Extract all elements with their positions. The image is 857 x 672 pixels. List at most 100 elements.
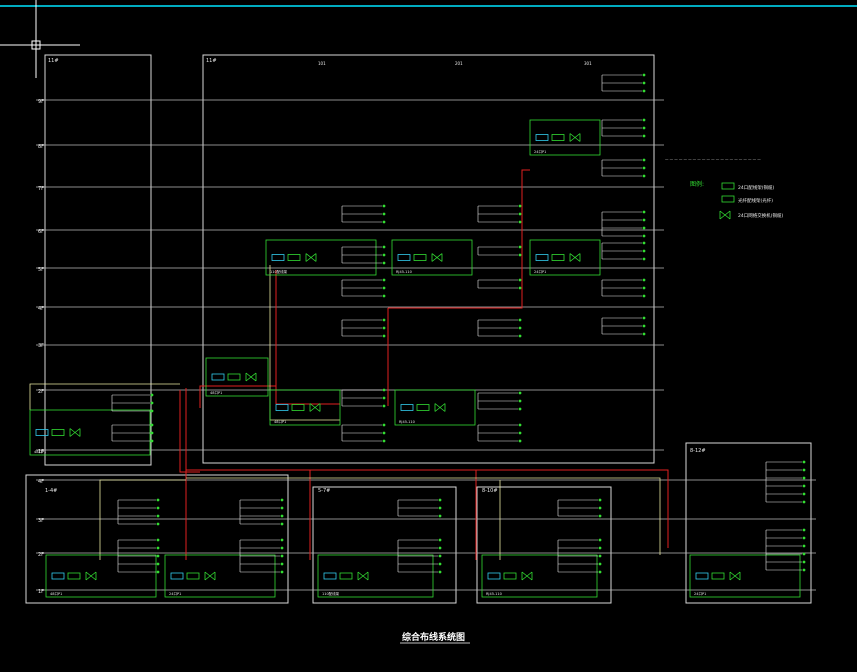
outlet-icon xyxy=(518,407,522,411)
outlet-group xyxy=(557,498,602,518)
outlet-icon xyxy=(642,210,646,214)
outlet-icon xyxy=(598,554,602,558)
patch-panel-icon xyxy=(51,572,65,580)
outlet-icon xyxy=(802,460,806,464)
outlet-group xyxy=(765,528,806,572)
patch-panel-icon xyxy=(400,404,414,411)
outlet-icon xyxy=(156,554,160,558)
building-label-main: 11# xyxy=(206,58,217,64)
legend-item-1: 24口配线架(铜缆) xyxy=(738,184,774,191)
outlet-icon xyxy=(598,562,602,566)
outlet-group xyxy=(601,73,646,93)
floor-label-5F: 5F xyxy=(38,267,44,273)
outlet-icon xyxy=(642,226,646,230)
outlet-icon xyxy=(156,506,160,510)
equipment-cabinet: RJ45-110 xyxy=(394,389,476,426)
outlet-group xyxy=(239,498,284,526)
device-label: 48口P1 xyxy=(34,450,46,454)
device-label: RJ45-110 xyxy=(399,420,415,424)
outlet-icon xyxy=(642,218,646,222)
frame-sub-building-4 xyxy=(685,442,812,604)
switch-icon xyxy=(85,571,97,581)
equipment-cabinet: 24口P1 xyxy=(164,554,276,598)
outlet-icon xyxy=(150,393,154,397)
switch-icon xyxy=(357,571,369,581)
room-label-201: 201 xyxy=(455,61,463,66)
outlet-icon xyxy=(518,423,522,427)
outlet-icon xyxy=(382,212,386,216)
outlet-icon xyxy=(280,506,284,510)
outlet-icon xyxy=(382,334,386,338)
outlet-group xyxy=(477,278,522,290)
outlet-icon xyxy=(382,318,386,322)
switch-icon xyxy=(309,403,321,412)
building-labels: 11# 11# 101 201 301 1-4# 5-7# 8-10# 8-12… xyxy=(45,58,706,494)
fiber-panel-icon xyxy=(413,254,427,261)
cabinet-frame xyxy=(265,239,377,276)
frame-left-building xyxy=(44,54,152,466)
outlet-icon xyxy=(642,134,646,138)
outlet-icon xyxy=(382,388,386,392)
outlet-icon xyxy=(150,423,154,427)
building-label-5-7: 5-7# xyxy=(318,488,330,494)
outlet-icon xyxy=(382,204,386,208)
outlet-icon xyxy=(156,546,160,550)
fiber-panel-icon xyxy=(186,572,200,580)
patch-panel-icon xyxy=(275,404,289,411)
outlet-icon xyxy=(642,118,646,122)
room-label-301: 301 xyxy=(584,61,592,66)
outlet-icon xyxy=(518,245,522,249)
patch-panel-icon xyxy=(397,254,411,261)
outlet-icon xyxy=(156,538,160,542)
building-label-8-10: 8-10# xyxy=(482,488,498,494)
backbone-cables xyxy=(179,169,669,560)
outlet-group xyxy=(477,423,522,443)
switch-icon xyxy=(569,253,581,262)
outlet-icon xyxy=(642,316,646,320)
outlet-icon xyxy=(642,278,646,282)
outlet-icon xyxy=(280,538,284,542)
outlet-group xyxy=(341,245,386,265)
outlet-group xyxy=(239,538,284,574)
device-label: 110配线架 xyxy=(270,269,288,274)
floor-label-8F: 8F xyxy=(38,144,44,150)
outlet-group xyxy=(477,318,522,338)
fiber-panel-icon xyxy=(503,572,517,580)
floor-label-sub-1F: 1F xyxy=(38,589,44,595)
outlet-icon xyxy=(642,73,646,77)
legend-switch-icon xyxy=(719,210,731,220)
outlet-icon xyxy=(518,220,522,224)
cabinet-frame xyxy=(529,119,601,156)
cabinet-frame xyxy=(45,554,157,598)
outlet-icon xyxy=(518,439,522,443)
outlet-group xyxy=(341,318,386,338)
outlet-icon xyxy=(802,544,806,548)
outlet-group xyxy=(601,316,646,336)
outlet-group xyxy=(601,158,646,178)
patch-panel-icon xyxy=(323,572,337,580)
outlet-group xyxy=(397,498,442,518)
outlet-icon xyxy=(802,528,806,532)
switch-icon xyxy=(569,133,581,142)
outlet-icon xyxy=(642,332,646,336)
equipment-cabinet: 24口P1 xyxy=(529,239,601,276)
outlet-icon xyxy=(280,546,284,550)
cabinet-frame xyxy=(317,554,434,598)
diagram-title: 综合布线系统图 xyxy=(402,631,465,643)
outlet-group xyxy=(477,204,522,224)
outlet-group xyxy=(477,245,522,257)
outlet-icon xyxy=(518,212,522,216)
outlet-icon xyxy=(642,286,646,290)
outlet-icon xyxy=(642,126,646,130)
outlet-icon xyxy=(518,399,522,403)
equipment-cabinet: 110配线架 xyxy=(265,239,377,276)
equipment-cabinet: 48口P1 xyxy=(29,409,151,456)
outlet-icon xyxy=(156,514,160,518)
outlet-icon xyxy=(150,409,154,413)
outlet-group xyxy=(601,210,646,238)
fiber-panel-icon xyxy=(227,373,241,381)
outlet-icon xyxy=(642,241,646,245)
legend: — — — — — — — — — — — — — — — — — — — — … xyxy=(665,157,783,220)
cabinet-frame xyxy=(391,239,473,276)
